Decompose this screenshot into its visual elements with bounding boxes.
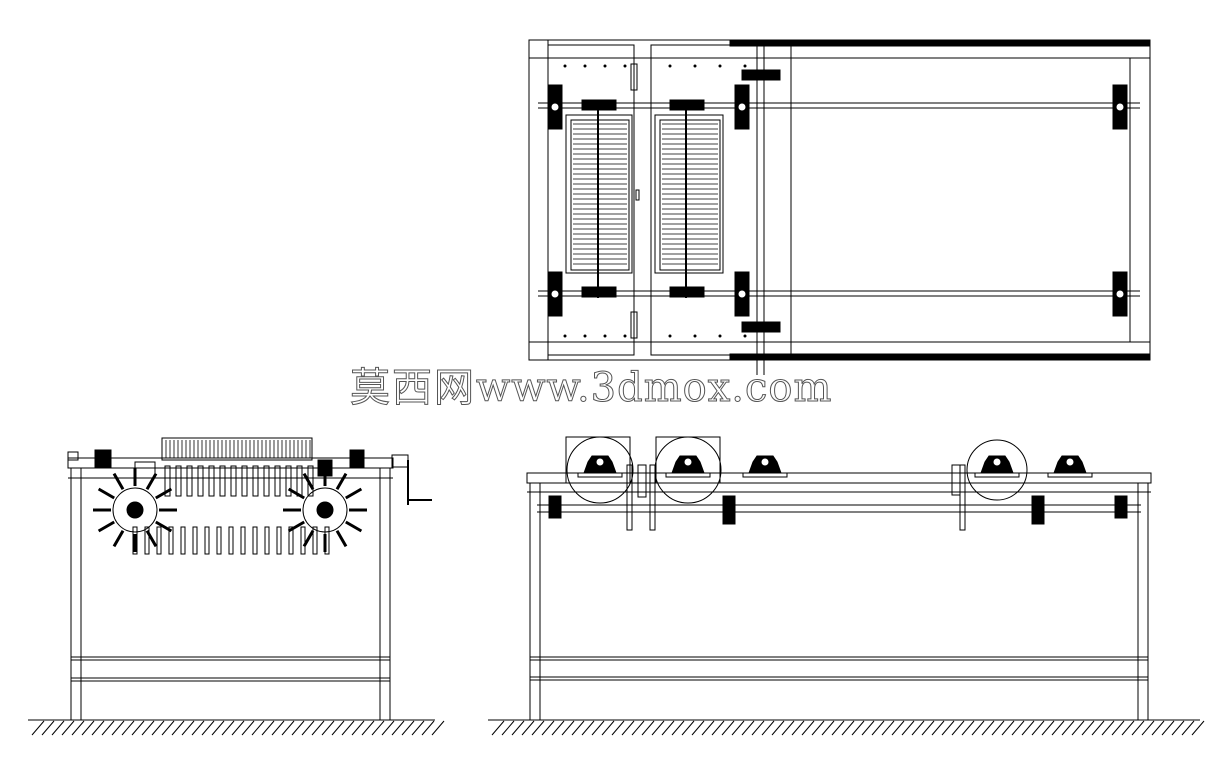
watermark-chinese: 莫西网	[350, 365, 476, 412]
ground-hatching	[28, 720, 1204, 735]
side-view	[68, 438, 432, 720]
front-view	[527, 437, 1151, 720]
watermark-latin: www.3dmox.com	[475, 365, 833, 412]
watermark: 莫西网www.3dmox.com	[350, 355, 832, 413]
plan-view	[529, 40, 1150, 375]
